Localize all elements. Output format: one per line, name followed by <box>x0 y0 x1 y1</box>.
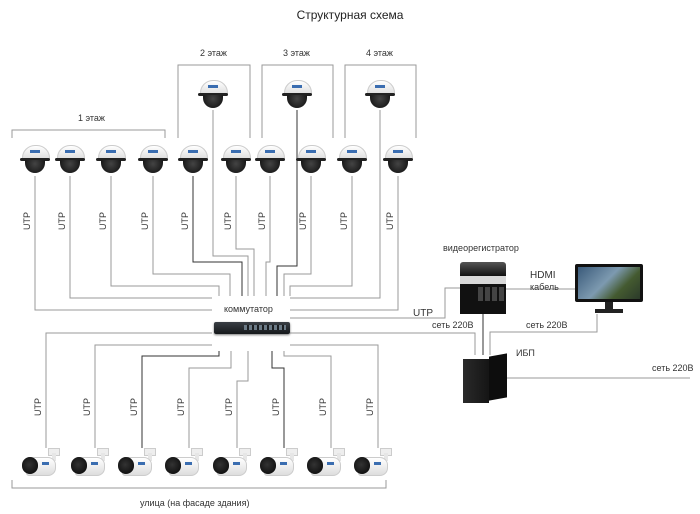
upper-camera-cable-2 <box>69 176 212 299</box>
switch-label: коммутатор <box>224 304 273 314</box>
street-bracket <box>11 480 387 489</box>
floor-label-4: 4 этаж <box>366 48 393 58</box>
utp-label-upper-8: UTP <box>298 212 308 230</box>
street-camera-cable-1 <box>45 332 212 448</box>
dome-camera-floor-1-3 <box>96 145 126 175</box>
utp-label-street-2: UTP <box>82 398 92 416</box>
mains-power-label: сеть 220В <box>652 363 694 373</box>
monitor <box>575 264 643 314</box>
street-label: улица (на фасаде здания) <box>140 498 250 508</box>
dome-camera-floor-3-8 <box>296 145 326 175</box>
nvr-utp-label: UTP <box>413 308 433 319</box>
street-camera-cable-7 <box>283 351 332 448</box>
utp-label-upper-7: UTP <box>257 212 267 230</box>
upper-camera-cable-13 <box>290 176 399 311</box>
utp-label-street-7: UTP <box>318 398 328 416</box>
dome-camera-floor-3-7 <box>255 145 285 175</box>
utp-label-upper-10: UTP <box>385 212 395 230</box>
utp-label-street-1: UTP <box>33 398 43 416</box>
diagram-title: Структурная схема <box>296 8 404 22</box>
upper-camera-cable-3 <box>110 176 220 296</box>
network-switch <box>214 322 290 334</box>
floor-label-3: 3 этаж <box>283 48 310 58</box>
floor-3-bracket <box>261 64 334 138</box>
utp-label-upper-9: UTP <box>339 212 349 230</box>
nvr-label: видеорегистратор <box>443 243 519 253</box>
street-camera-cable-2 <box>94 344 212 448</box>
utp-label-upper-5: UTP <box>180 212 190 230</box>
dome-camera-floor-2-5 <box>178 145 208 175</box>
dome-camera-floor-1-1 <box>20 145 50 175</box>
floor-label-2: 2 этаж <box>200 48 227 58</box>
ups-label: ИБП <box>516 348 535 358</box>
dome-camera-floor-2-6 <box>221 145 251 175</box>
street-camera-cable-3 <box>141 351 220 448</box>
hdmi-cable-label: кабель <box>530 282 559 292</box>
monitor-power-cable <box>489 314 598 355</box>
nvr-power-label: сеть 220В <box>432 320 474 330</box>
floor-4-bracket <box>344 64 417 138</box>
utp-label-street-6: UTP <box>271 398 281 416</box>
ups <box>463 353 507 403</box>
floor-1-bracket <box>11 129 166 138</box>
utp-label-upper-6: UTP <box>223 212 233 230</box>
upper-camera-cable-4 <box>152 176 231 296</box>
utp-label-street-8: UTP <box>365 398 375 416</box>
nvr-utp-cable <box>290 287 460 319</box>
street-camera-cable-5 <box>236 351 249 448</box>
monitor-power-label: сеть 220В <box>526 320 568 330</box>
street-bullet-camera-3 <box>116 448 156 478</box>
upper-camera-cable-9 <box>276 110 298 296</box>
dome-camera-top-3 <box>282 80 312 110</box>
upper-camera-cable-10 <box>283 176 312 296</box>
upper-camera-cable-8 <box>265 176 271 296</box>
dome-camera-floor-1-2 <box>55 145 85 175</box>
dome-camera-floor-4-9 <box>337 145 367 175</box>
floor-label-1: 1 этаж <box>78 113 105 123</box>
street-bullet-camera-1 <box>20 448 60 478</box>
upper-camera-cable-7 <box>235 176 255 296</box>
utp-label-upper-2: UTP <box>57 212 67 230</box>
upper-camera-cable-6 <box>212 110 249 296</box>
street-camera-cable-4 <box>188 351 232 448</box>
upper-camera-cable-11 <box>289 176 353 296</box>
hdmi-label: HDMI <box>530 270 556 281</box>
utp-label-upper-3: UTP <box>98 212 108 230</box>
dome-camera-top-4 <box>365 80 395 110</box>
utp-label-street-3: UTP <box>129 398 139 416</box>
upper-camera-cable-1 <box>34 176 212 311</box>
nvr-power-cable <box>290 332 476 355</box>
utp-label-street-5: UTP <box>224 398 234 416</box>
street-bullet-camera-5 <box>211 448 251 478</box>
upper-camera-cable-5 <box>192 176 243 296</box>
street-bullet-camera-7 <box>305 448 345 478</box>
street-bullet-camera-6 <box>258 448 298 478</box>
street-bullet-camera-8 <box>352 448 392 478</box>
dome-camera-floor-4-10 <box>383 145 413 175</box>
street-bullet-camera-2 <box>69 448 109 478</box>
dome-camera-floor-1-4 <box>138 145 168 175</box>
upper-camera-cable-12 <box>290 110 381 299</box>
utp-label-street-4: UTP <box>176 398 186 416</box>
dome-camera-top-2 <box>198 80 228 110</box>
street-camera-cable-8 <box>290 344 379 448</box>
utp-label-upper-1: UTP <box>22 212 32 230</box>
street-bullet-camera-4 <box>163 448 203 478</box>
utp-label-upper-4: UTP <box>140 212 150 230</box>
street-camera-cable-6 <box>271 351 285 448</box>
floor-2-bracket <box>177 64 251 138</box>
nvr-recorder <box>460 262 506 314</box>
